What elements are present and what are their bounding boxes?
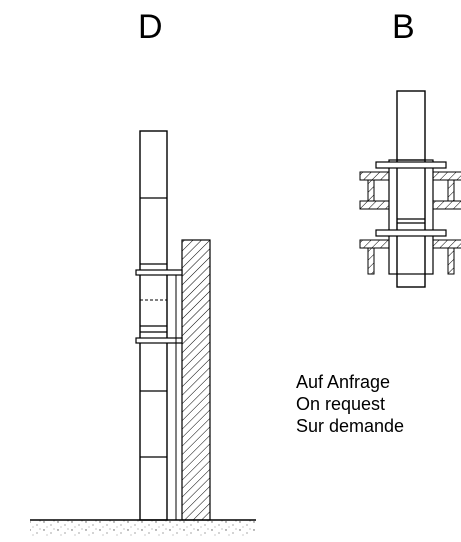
wall-section bbox=[367, 179, 375, 202]
note-french: Sur demande bbox=[296, 416, 405, 436]
wall-section bbox=[367, 247, 375, 275]
note-english: On request bbox=[296, 394, 386, 414]
figure-b-drawing bbox=[359, 90, 461, 288]
ground bbox=[30, 520, 256, 536]
figure-d-label: D bbox=[138, 8, 163, 46]
floor-slab bbox=[432, 239, 461, 249]
figure-d-drawing bbox=[30, 130, 256, 536]
wall-section bbox=[447, 247, 455, 275]
floor-slab bbox=[359, 239, 390, 249]
support-collar bbox=[375, 161, 447, 169]
note-german: Auf Anfrage bbox=[296, 372, 391, 392]
availability-note: Auf Anfrage On request Sur demande bbox=[296, 371, 404, 437]
floor-slab bbox=[359, 171, 390, 181]
floor-slab bbox=[432, 200, 461, 210]
wall-bracket bbox=[135, 337, 183, 344]
pipe-column bbox=[396, 90, 426, 288]
figure-b-label: B bbox=[392, 8, 415, 46]
floor-slab bbox=[359, 200, 390, 210]
wall-section bbox=[447, 179, 455, 202]
wall-bracket bbox=[135, 269, 183, 276]
pipe-sleeve bbox=[388, 159, 434, 275]
floor-slab bbox=[432, 171, 461, 181]
support-collar bbox=[375, 229, 447, 237]
wall bbox=[181, 239, 211, 521]
